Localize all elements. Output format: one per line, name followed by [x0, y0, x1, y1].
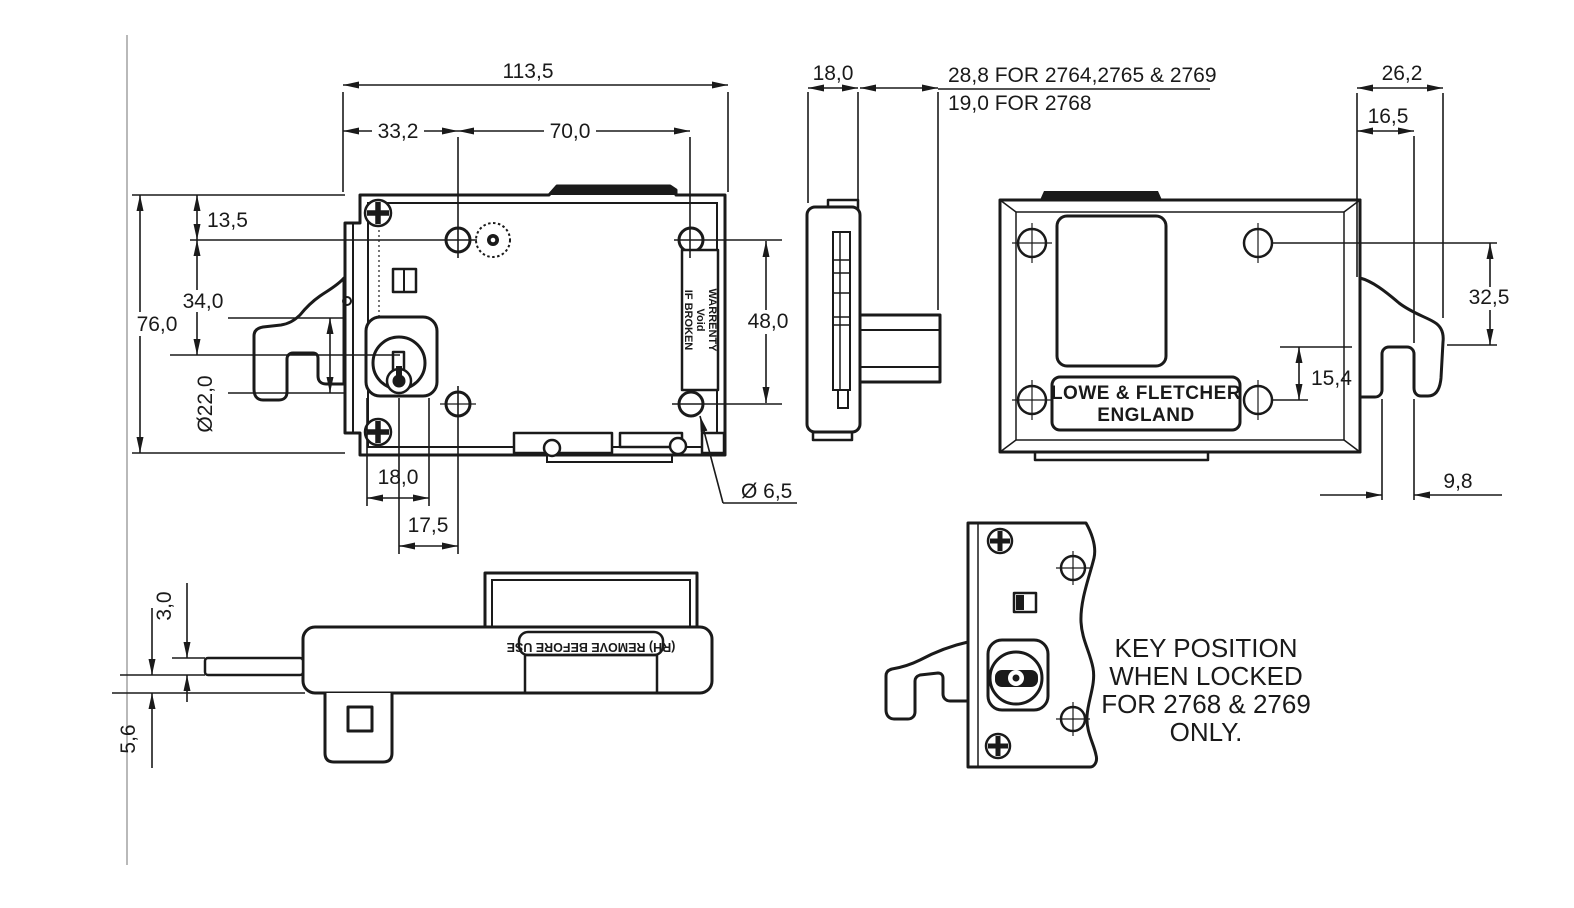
phillips-screw-icon — [363, 198, 393, 228]
key-cylinder-locked — [986, 638, 1050, 712]
back-top-tab — [1040, 191, 1162, 200]
dim-edge-to-holes: 13,5 — [207, 209, 248, 232]
bolt-throw-note-line2: 19,0 FOR 2768 — [948, 92, 1092, 115]
key-note-line4: ONLY. — [1170, 717, 1243, 747]
bottom-view: (RH) REMOVE BEFORE USE — [203, 571, 714, 764]
dim-total-width: 113,5 — [503, 60, 554, 83]
back-dimensions: 26,2 16,5 32,5 15,4 9,8 — [1272, 62, 1514, 500]
warranty-label: WARRENTY Void IF BROKEN — [680, 248, 720, 392]
remove-tag-label: (RH) REMOVE BEFORE USE — [507, 640, 676, 654]
dim-cylinder-diameter: Ø22,0 — [194, 375, 217, 432]
dim-hole-offset: 33,2 — [378, 120, 419, 143]
mounting-tab — [323, 693, 394, 764]
square-spindle-hole — [346, 705, 374, 733]
front-dimensions: 113,5 33,2 70,0 76,0 13,5 34,0 Ø22,0 48,… — [132, 60, 797, 554]
bottom-slot — [512, 431, 614, 455]
edge-pin — [342, 296, 352, 306]
phillips-screw-icon — [984, 732, 1012, 760]
cover-plate — [483, 571, 699, 632]
phillips-screw-icon — [986, 527, 1014, 555]
warranty-line2: Void — [694, 308, 706, 331]
key-note-line1: KEY POSITION — [1114, 633, 1297, 663]
knurled-adjuster-icon — [475, 222, 511, 258]
side-dimensions: 18,0 28,8 FOR 2764,2765 & 2769 19,0 FOR … — [807, 62, 1217, 310]
dim-hook-offset: 15,4 — [1311, 367, 1352, 390]
front-view: WARRENTY Void IF BROKEN — [252, 184, 727, 463]
screw-hole-icon — [1012, 223, 1274, 420]
dim-hole-diameter: Ø 6,5 — [741, 480, 792, 503]
dim-bolt-thickness: 3,0 — [153, 591, 176, 620]
brand-label: LOWE & FLETCHER ENGLAND — [1050, 375, 1242, 432]
brand-line1: LOWE & FLETCHER — [1051, 383, 1241, 404]
dim-holes-to-cylinder: 34,0 — [183, 290, 224, 313]
dim-holes-vertical-pitch: 48,0 — [748, 310, 789, 333]
warranty-line1: WARRENTY — [706, 289, 718, 353]
phillips-screw-icon — [363, 417, 393, 447]
key-note-line2: WHEN LOCKED — [1109, 661, 1303, 691]
bolt-throw-note-line1: 28,8 FOR 2764,2765 & 2769 — [948, 64, 1217, 87]
latch-hook-profile — [1358, 276, 1445, 399]
screw-hole-icon — [1056, 551, 1090, 736]
brand-line2: ENGLAND — [1097, 405, 1194, 426]
key-position-note: KEY POSITION WHEN LOCKED FOR 2768 & 2769… — [1101, 633, 1311, 747]
dim-housing-width: 18,0 — [378, 466, 419, 489]
dim-latch-drop: 32,5 — [1469, 286, 1510, 309]
back-view: LOWE & FLETCHER ENGLAND — [998, 191, 1445, 462]
bolt-blade — [203, 656, 305, 677]
dim-latch-step: 16,5 — [1368, 105, 1409, 128]
key-note-line3: FOR 2768 & 2769 — [1101, 689, 1311, 719]
foot-pin — [668, 436, 688, 456]
bottom-lip — [546, 455, 673, 463]
key-position-view: KEY POSITION WHEN LOCKED FOR 2768 & 2769… — [884, 521, 1311, 769]
dim-total-height: 76,0 — [137, 313, 178, 336]
back-plate-bevel — [1015, 211, 1345, 441]
dim-latch-width: 26,2 — [1382, 62, 1423, 85]
bottom-dimensions: 3,0 5,6 — [112, 583, 305, 768]
latch-hook-key-view — [884, 640, 970, 721]
dim-cylinder-to-hole: 17,5 — [408, 514, 449, 537]
corner-block — [700, 431, 726, 455]
dim-face-gap: 5,6 — [117, 724, 140, 753]
side-bolt — [858, 313, 942, 384]
side-view — [805, 198, 942, 442]
slider-component — [1012, 591, 1038, 614]
key-cutout — [1055, 214, 1168, 368]
slider-component — [391, 267, 418, 294]
foot-pin — [542, 438, 562, 458]
warranty-line3: IF BROKEN — [682, 290, 694, 351]
case-top-tab — [549, 186, 676, 195]
remove-tag: (RH) REMOVE BEFORE USE — [507, 630, 676, 693]
dim-slot-width: 9,8 — [1443, 470, 1472, 493]
key-cylinder — [364, 315, 439, 398]
side-mechanism — [832, 231, 851, 409]
dim-case-depth: 18,0 — [813, 62, 854, 85]
dim-hole-pitch: 70,0 — [550, 120, 591, 143]
